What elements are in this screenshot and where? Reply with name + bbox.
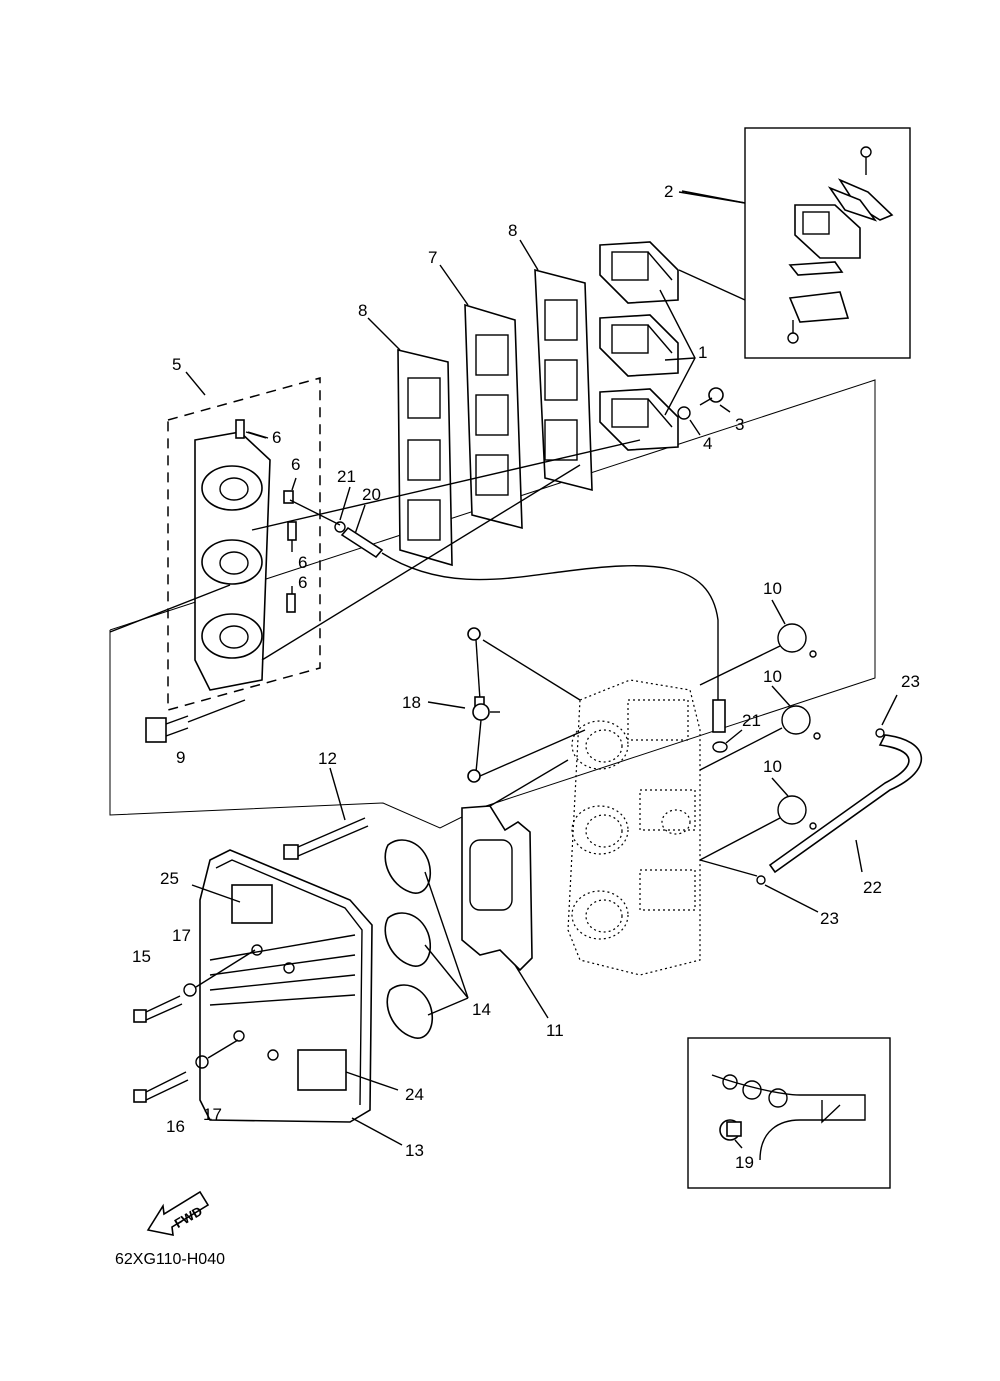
callout-12: 12	[318, 749, 337, 768]
bolt-12	[283, 817, 369, 860]
screw-3	[699, 387, 724, 406]
intake-manifold-group	[167, 377, 321, 711]
bolt-6d	[286, 593, 296, 613]
callout-17b: 17	[203, 1105, 222, 1124]
reed-valve-bottom	[599, 388, 679, 451]
gasket-14b	[384, 912, 432, 967]
callout-4: 4	[703, 434, 712, 453]
callout-1: 1	[698, 343, 707, 362]
callout-10a: 10	[763, 579, 782, 598]
fwd-arrow: FWD	[146, 1190, 210, 1237]
callout-2: 2	[664, 182, 673, 201]
callout-20: 20	[362, 485, 381, 504]
callout-18: 18	[402, 693, 421, 712]
oring-10c	[777, 795, 817, 830]
callout-6a: 6	[272, 428, 281, 447]
callout-17a: 17	[172, 926, 191, 945]
bolt-6a	[235, 419, 245, 439]
callout-15: 15	[132, 947, 151, 966]
washer-4	[677, 406, 691, 420]
plug-detail-box	[687, 1037, 891, 1189]
diagram-code: 62XG110-H040	[115, 1251, 225, 1268]
link-rod-18	[467, 627, 490, 783]
reed-valve-middle	[599, 314, 679, 377]
callout-19: 19	[735, 1153, 754, 1172]
callout-16: 16	[166, 1117, 185, 1136]
callout-5: 5	[172, 355, 181, 374]
reed-valve-detail-box	[744, 127, 911, 359]
oring-10b	[781, 705, 821, 740]
gasket-8-right	[534, 268, 593, 492]
callout-24: 24	[405, 1085, 424, 1104]
callout-21b: 21	[742, 711, 761, 730]
callout-8b: 8	[358, 301, 367, 320]
callout-23a: 23	[901, 672, 920, 691]
callout-14: 14	[472, 1000, 491, 1019]
callouts: 1 2 3 4 5 6 6 6 6 7 8 8 9 10 10 10 11 12…	[132, 182, 920, 1172]
washer-17-bottom	[195, 1055, 209, 1069]
intake-manifold	[194, 431, 271, 691]
gasket-8-left	[397, 348, 453, 567]
gasket-11	[461, 805, 533, 972]
callout-7: 7	[428, 248, 437, 267]
gasket-7	[464, 303, 523, 530]
label-24	[297, 1049, 347, 1091]
callout-6c: 6	[298, 553, 307, 572]
pin-20	[340, 526, 384, 559]
bolt-16	[133, 1071, 189, 1103]
callout-9: 9	[176, 748, 185, 767]
oring-21-left	[334, 521, 346, 533]
clip-23-top	[875, 728, 885, 738]
carburetor-assembly	[567, 679, 701, 976]
clip-23-bottom	[756, 875, 766, 885]
label-25	[231, 884, 273, 924]
assembly-outline	[109, 379, 876, 829]
silencer-cover-13	[199, 849, 373, 1123]
callout-21a: 21	[337, 467, 356, 486]
callout-22: 22	[863, 878, 882, 897]
callout-8a: 8	[508, 221, 517, 240]
bolt-15	[133, 995, 183, 1023]
gasket-14a	[384, 839, 432, 894]
bolt-6b	[283, 490, 294, 504]
oring-21-right	[712, 741, 728, 753]
gasket-14c	[386, 984, 434, 1039]
callout-6b: 6	[291, 455, 300, 474]
fuel-hose	[381, 552, 719, 700]
callout-6d: 6	[298, 573, 307, 592]
bolt-9	[145, 715, 189, 743]
callout-13: 13	[405, 1141, 424, 1160]
washer-17-top	[183, 983, 197, 997]
oring-10a	[777, 623, 817, 658]
callout-10b: 10	[763, 667, 782, 686]
callout-10c: 10	[763, 757, 782, 776]
hose-22	[768, 734, 923, 874]
callout-25: 25	[160, 869, 179, 888]
callout-11: 11	[546, 1021, 564, 1040]
reed-valve-top	[599, 241, 679, 304]
callout-23b: 23	[820, 909, 839, 928]
bolt-6c	[287, 521, 297, 541]
callout-3: 3	[735, 415, 744, 434]
